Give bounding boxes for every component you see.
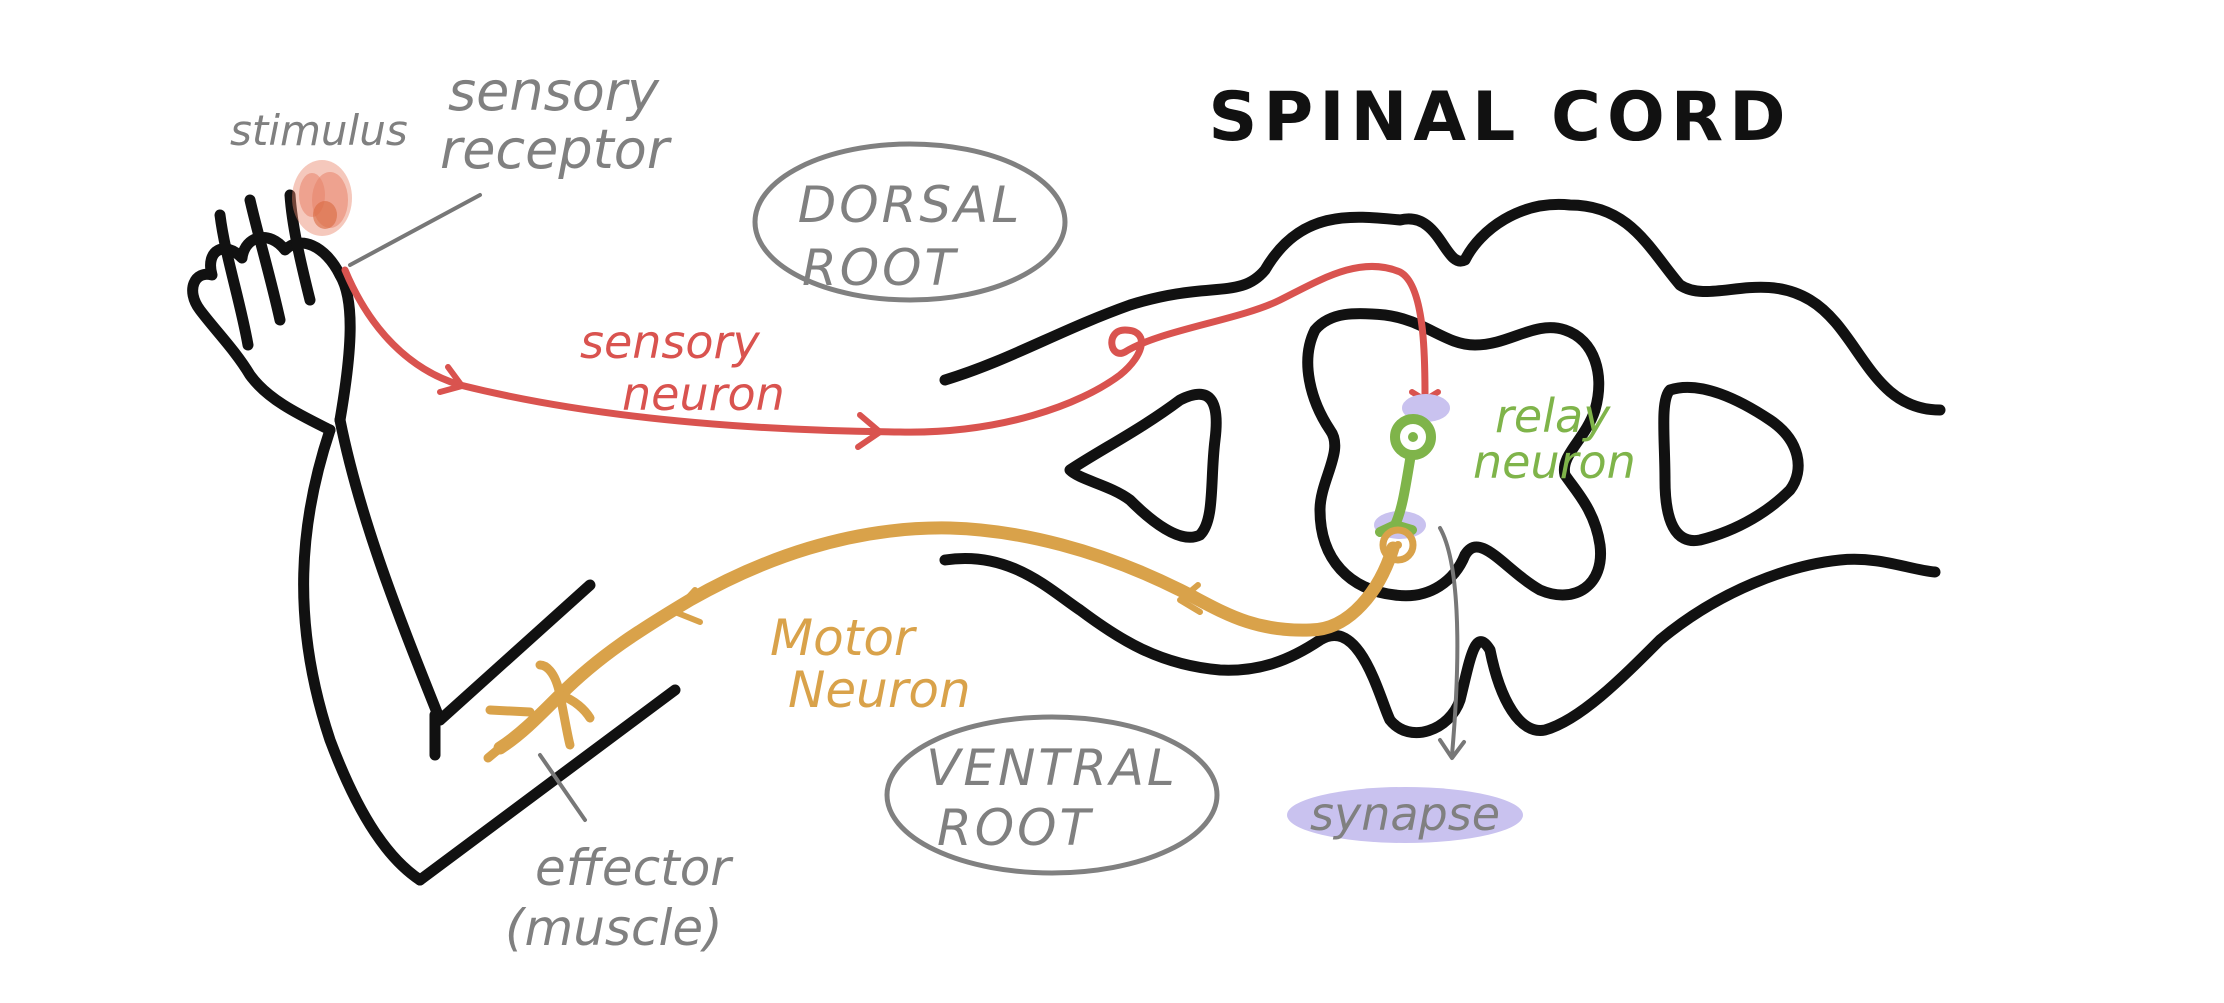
effector-label-line2: (muscle) xyxy=(505,899,723,957)
ventral-root-label-line2: ROOT xyxy=(937,799,1093,857)
sensory-neuron-label-line1: sensory xyxy=(580,315,760,369)
synapse-pointer-arrow xyxy=(1438,526,1466,760)
motor-neuron-label-line1: Motor xyxy=(770,609,918,667)
spinal-cord-outline xyxy=(939,198,1946,739)
ventral-root-label-line1: VENTRAL xyxy=(926,739,1178,797)
stimulus-label: stimulus xyxy=(230,106,408,155)
sensory-receptor-label-line1: sensory xyxy=(448,60,660,123)
diagram-title: SPINAL CORD xyxy=(1208,78,1791,157)
dorsal-root-label-line2: ROOT xyxy=(802,239,958,297)
arm-outline xyxy=(187,189,681,886)
ventral-root-bubble: VENTRAL ROOT xyxy=(884,714,1220,876)
stimulus-flame-icon xyxy=(292,160,352,236)
relay-neuron-label-line1: relay xyxy=(1495,389,1611,443)
synapse-label-highlight xyxy=(1287,787,1523,843)
receptor-pointer-line xyxy=(348,193,482,267)
effector-pointer-line xyxy=(538,753,587,822)
synapse-label: synapse xyxy=(1310,787,1500,841)
motor-neuron-path xyxy=(483,521,1417,763)
dorsal-root-bubble: DORSAL ROOT xyxy=(752,141,1068,303)
motor-neuron-label-line2: Neuron xyxy=(788,661,971,719)
effector-label-line1: effector xyxy=(535,839,734,897)
sensory-receptor-label-line2: receptor xyxy=(440,118,672,181)
dorsal-root-label-line1: DORSAL xyxy=(798,176,1022,234)
sensory-neuron-label-line2: neuron xyxy=(622,367,785,421)
relay-neuron-label-line2: neuron xyxy=(1473,435,1636,489)
